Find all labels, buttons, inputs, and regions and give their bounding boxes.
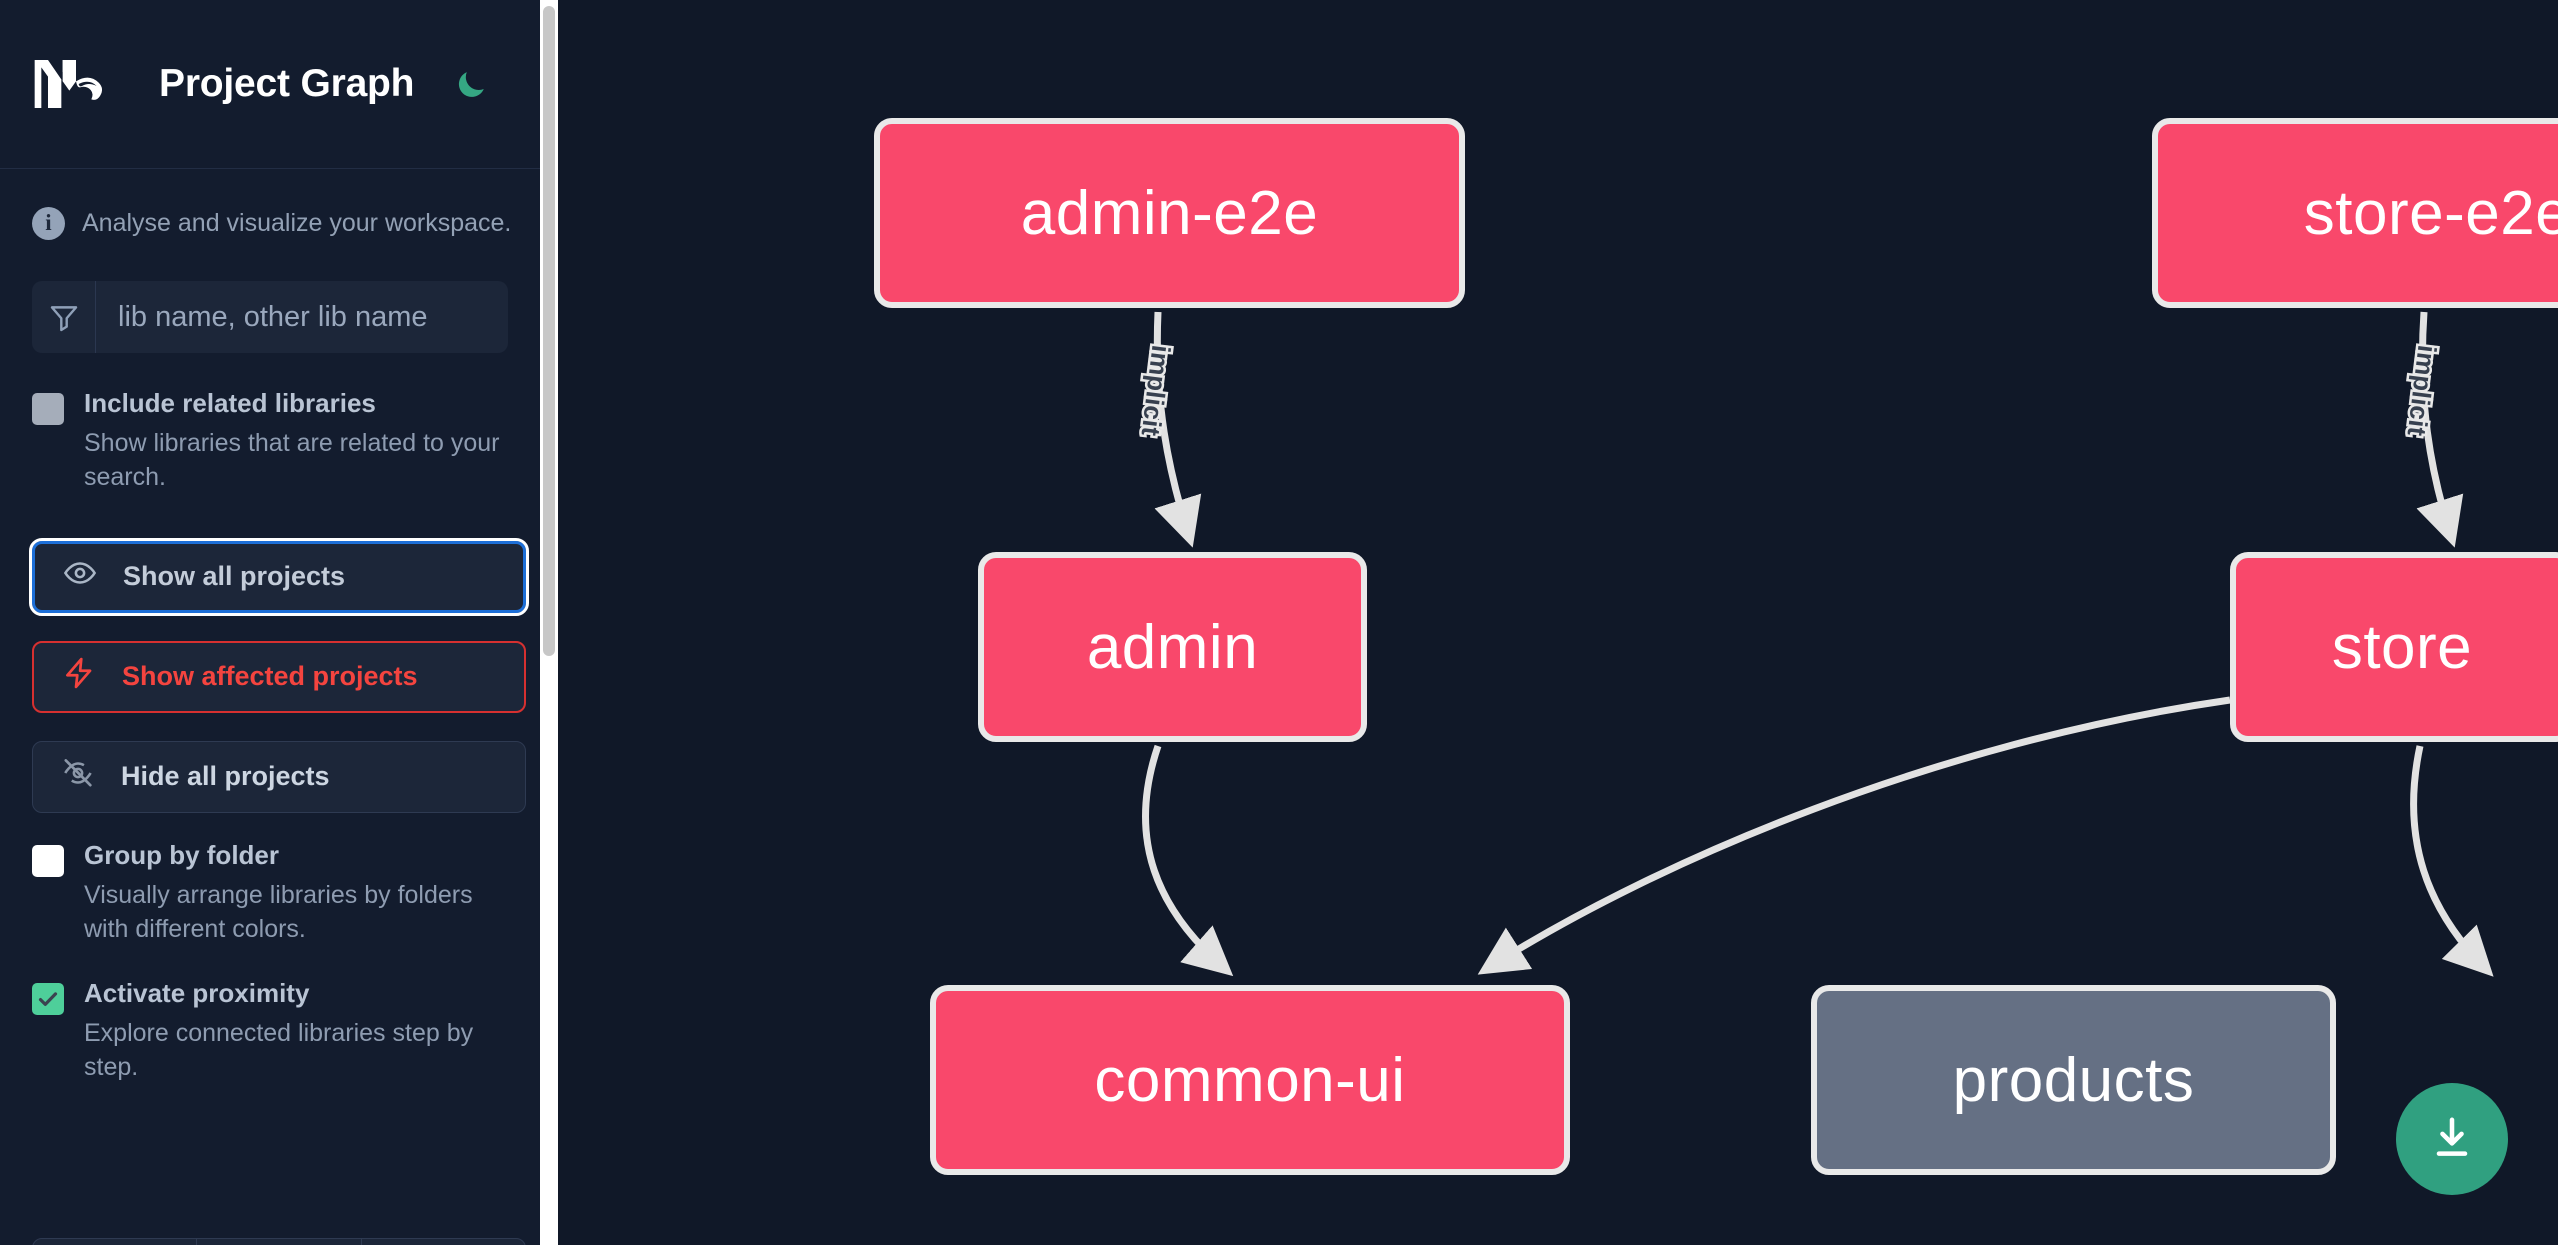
graph-node-store[interactable]: store xyxy=(2230,552,2558,742)
show-affected-projects-label: Show affected projects xyxy=(122,661,418,692)
node-label: store xyxy=(2331,612,2473,682)
sidebar-scrollbar-thumb[interactable] xyxy=(543,6,555,656)
tagline: i Analyse and visualize your workspace. xyxy=(0,169,540,241)
group-by-folder-description: Visually arrange libraries by folders wi… xyxy=(84,880,473,944)
show-affected-projects-button[interactable]: Show affected projects xyxy=(32,640,526,713)
graph-node-store-e2e[interactable]: store-e2e xyxy=(2152,118,2558,308)
download-icon xyxy=(2426,1112,2478,1167)
edge-store-products xyxy=(2410,745,2494,977)
group-by-folder-row[interactable]: Group by folder Visually arrange librari… xyxy=(0,839,540,947)
graph-node-products[interactable]: products xyxy=(1811,985,2336,1175)
activate-proximity-checkbox[interactable] xyxy=(32,982,64,1015)
node-label: common-ui xyxy=(1094,1045,1406,1115)
sidebar: Project Graph i Analyse and visualize yo… xyxy=(0,0,558,1245)
edge-store-common-ui xyxy=(1477,696,2231,975)
hide-all-projects-label: Hide all projects xyxy=(121,761,330,792)
include-related-libraries-description: Show libraries that are related to your … xyxy=(84,428,500,492)
show-all-projects-label: Show all projects xyxy=(123,561,346,592)
group-by-folder-label: Group by folder xyxy=(84,839,279,870)
node-label: admin xyxy=(1086,612,1259,682)
include-related-libraries-checkbox[interactable] xyxy=(32,393,64,425)
stepper-segment[interactable] xyxy=(197,1239,362,1245)
edge-store-e2e-store xyxy=(2416,311,2464,548)
nx-logo-icon xyxy=(32,56,112,112)
include-related-libraries-row[interactable]: Include related libraries Show libraries… xyxy=(0,388,540,495)
graph-node-common-ui[interactable]: common-ui xyxy=(930,985,1570,1175)
activate-proximity-row[interactable]: Activate proximity Explore connected lib… xyxy=(0,977,540,1085)
lightning-icon xyxy=(62,656,96,697)
search-box[interactable] xyxy=(32,281,508,353)
sidebar-scrollbar[interactable] xyxy=(540,0,558,1245)
filter-icon xyxy=(32,281,96,353)
node-label: products xyxy=(1952,1045,2195,1115)
hide-all-projects-button[interactable]: Hide all projects xyxy=(32,740,526,813)
graph-canvas[interactable]: implicit implicit admin-e2e store-e2e ad… xyxy=(558,0,2558,1245)
action-buttons: Show all projects Show affected projects xyxy=(0,537,540,813)
info-icon: i xyxy=(32,206,65,240)
graph-node-admin-e2e[interactable]: admin-e2e xyxy=(874,118,1465,308)
stepper-segment[interactable] xyxy=(33,1239,198,1245)
search-input[interactable] xyxy=(96,281,508,353)
edge-admin-common-ui xyxy=(1142,744,1234,977)
page-title: Project Graph xyxy=(159,62,415,105)
group-by-folder-checkbox[interactable] xyxy=(32,844,64,877)
graph-node-admin[interactable]: admin xyxy=(978,552,1367,742)
proximity-stepper-control[interactable] xyxy=(32,1238,526,1245)
tagline-text: Analyse and visualize your workspace. xyxy=(82,208,512,237)
graph-edges xyxy=(1142,311,2494,977)
moon-icon[interactable] xyxy=(451,64,491,104)
sidebar-header: Project Graph xyxy=(0,0,540,169)
activate-proximity-description: Explore connected libraries step by step… xyxy=(84,1018,474,1082)
include-related-libraries-label: Include related libraries xyxy=(84,388,376,418)
node-label: admin-e2e xyxy=(1020,178,1319,248)
sidebar-scroll-content: Project Graph i Analyse and visualize yo… xyxy=(0,0,540,1245)
activate-proximity-label: Activate proximity xyxy=(84,977,310,1008)
stepper-segment[interactable] xyxy=(362,1239,525,1245)
download-button[interactable] xyxy=(2396,1083,2508,1195)
eye-icon xyxy=(63,556,97,597)
eye-off-icon xyxy=(61,756,95,797)
node-label: store-e2e xyxy=(2303,178,2558,248)
edge-admin-e2e-admin xyxy=(1153,311,1202,548)
show-all-projects-button[interactable]: Show all projects xyxy=(29,537,529,616)
